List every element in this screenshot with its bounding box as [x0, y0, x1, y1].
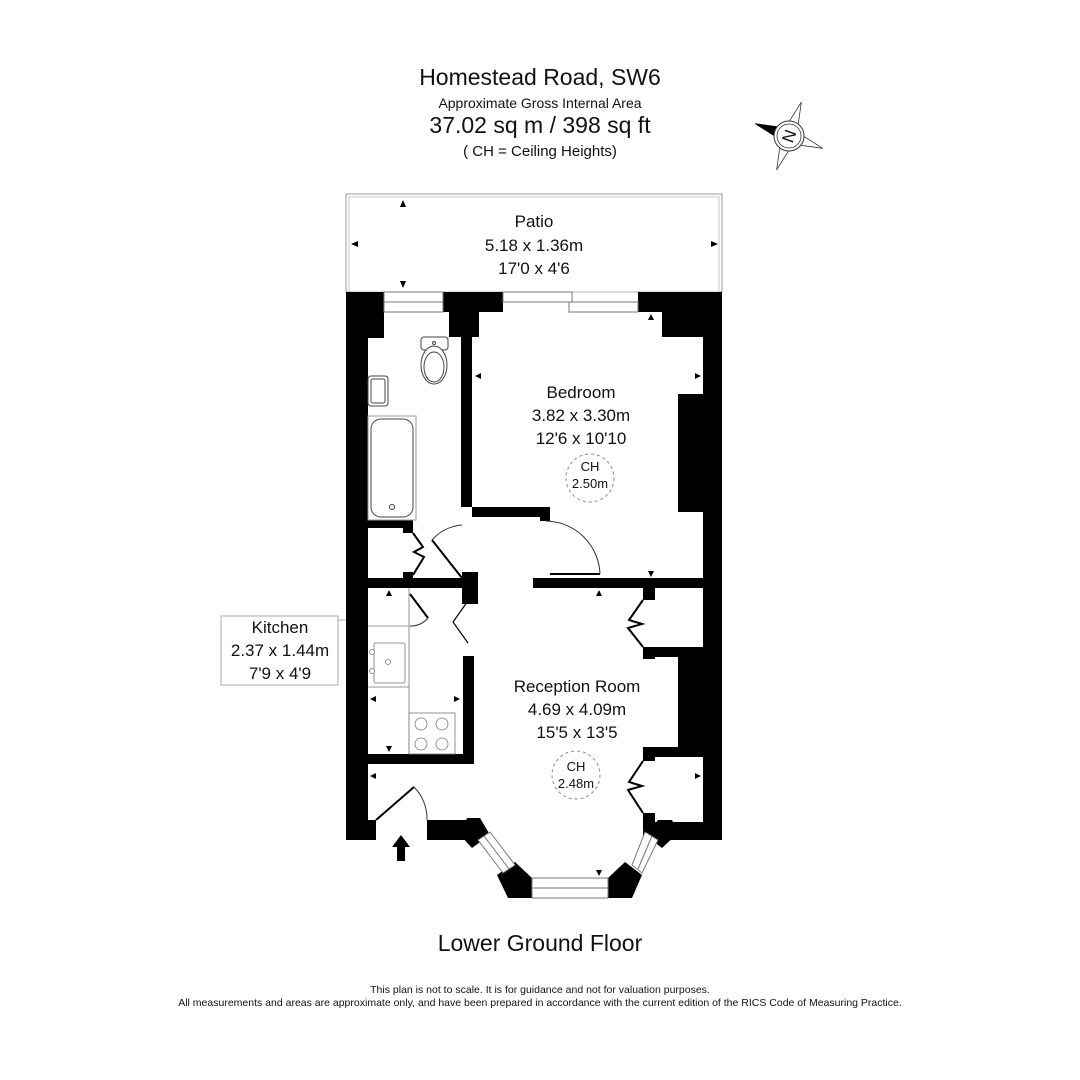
entrance-arrow-icon: [392, 835, 410, 861]
kitchen-metric: 2.37 x 1.44m: [231, 641, 329, 660]
patio-label: Patio 5.18 x 1.36m 17'0 x 4'6: [485, 212, 583, 278]
windows: [383, 291, 659, 899]
bedroom-label: Bedroom 3.82 x 3.30m 12'6 x 10'10 CH 2.5…: [532, 383, 630, 491]
patio-name: Patio: [515, 212, 554, 231]
reception-name: Reception Room: [514, 677, 641, 696]
north-compass-icon: N: [754, 101, 824, 171]
compass-north-label: N: [778, 127, 800, 145]
reception-label: Reception Room 4.69 x 4.09m 15'5 x 13'5 …: [514, 677, 641, 791]
kitchen-fixtures: [368, 588, 456, 755]
bedroom-name: Bedroom: [547, 383, 616, 402]
property-title: Homestead Road, SW6: [419, 64, 661, 90]
bedroom-ch-value: 2.50m: [572, 476, 608, 491]
kitchen-label: Kitchen 2.37 x 1.44m 7'9 x 4'9: [231, 618, 329, 683]
reception-imperial: 15'5 x 13'5: [536, 723, 617, 742]
area-subtitle: Approximate Gross Internal Area: [438, 95, 642, 111]
bedroom-ch-marker: [565, 453, 615, 503]
kitchen-name: Kitchen: [252, 618, 309, 637]
walls: [346, 292, 722, 898]
disclaimer-line-1: This plan is not to scale. It is for gui…: [370, 984, 710, 996]
patio-imperial: 17'0 x 4'6: [498, 259, 570, 278]
doors: [375, 520, 646, 821]
reception-metric: 4.69 x 4.09m: [528, 700, 626, 719]
patio-metric: 5.18 x 1.36m: [485, 236, 583, 255]
bedroom-ch-label: CH: [581, 459, 600, 474]
kitchen-label-box: [220, 615, 346, 686]
reception-ch-label: CH: [567, 759, 586, 774]
disclaimer-line-2: All measurements and areas are approxima…: [178, 997, 902, 1009]
floor-label: Lower Ground Floor: [437, 930, 643, 956]
reception-ch-marker: [551, 750, 601, 800]
bedroom-metric: 3.82 x 3.30m: [532, 406, 630, 425]
kitchen-imperial: 7'9 x 4'9: [249, 664, 311, 683]
ceiling-height-note: ( CH = Ceiling Heights): [463, 143, 617, 160]
dimension-markers: [370, 314, 701, 876]
bedroom-imperial: 12'6 x 10'10: [536, 429, 627, 448]
reception-ch-value: 2.48m: [558, 776, 594, 791]
bathroom-fixtures: [367, 336, 449, 521]
gross-internal-area: 37.02 sq m / 398 sq ft: [429, 112, 651, 138]
